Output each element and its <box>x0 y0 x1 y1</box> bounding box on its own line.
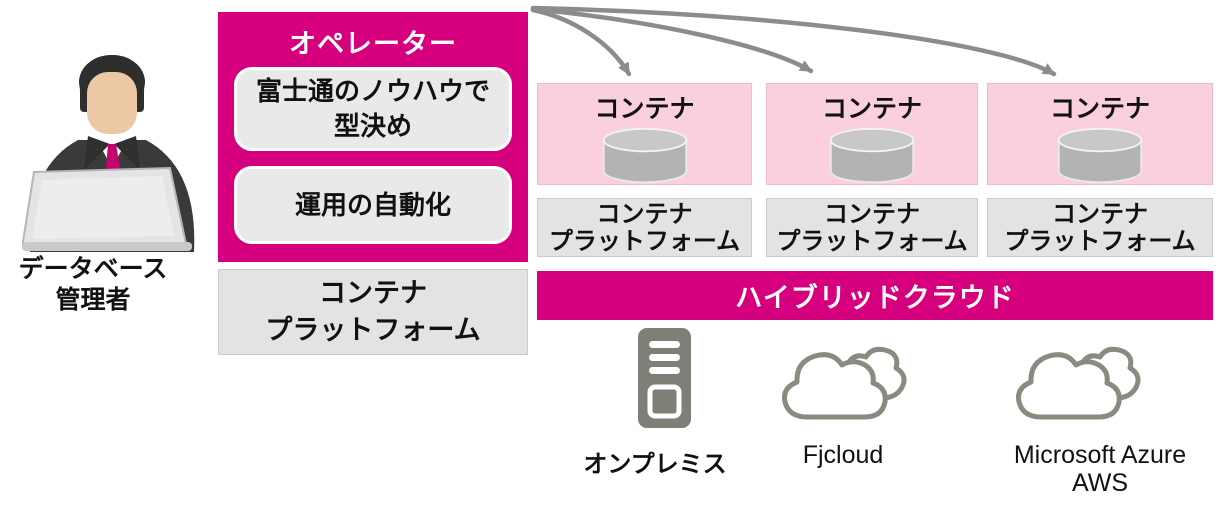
onpremises-label: オンプレミス <box>583 451 727 478</box>
database-cylinder-icon <box>825 126 919 186</box>
database-cylinder-icon <box>1053 126 1147 186</box>
database-cylinder-icon <box>598 126 692 186</box>
container-title: コンテナ <box>594 95 695 123</box>
person-at-laptop-icon <box>22 55 195 252</box>
fjcloud-label: Fjcloud <box>802 441 884 469</box>
cloud-icon <box>1016 346 1141 420</box>
deploy-arrow <box>530 7 632 77</box>
container-title: コンテナ <box>821 95 922 123</box>
hybrid-cloud-banner: ハイブリッドクラウド <box>537 271 1213 320</box>
container-title: コンテナ <box>1049 95 1150 123</box>
operator-box: オペレーター 富士通のノウハウで 型決め 運用の自動化 <box>218 12 528 262</box>
container-box-3: コンテナ <box>987 83 1213 185</box>
azure-aws-label: Microsoft Azure AWS <box>1013 441 1187 497</box>
operator-item-standardize: 富士通のノウハウで 型決め <box>234 67 512 151</box>
server-icon <box>638 328 691 428</box>
container-platform-box-2: コンテナ プラットフォーム <box>766 198 978 257</box>
container-platform-box-3: コンテナ プラットフォーム <box>987 198 1213 257</box>
container-platform-box-left: コンテナ プラットフォーム <box>218 269 528 355</box>
container-box-1: コンテナ <box>537 83 752 185</box>
operator-item-automation: 運用の自動化 <box>234 166 512 244</box>
deploy-arrow <box>530 6 814 74</box>
database-admin-label: データベース 管理者 <box>18 255 168 314</box>
operator-title: オペレーター <box>289 29 457 59</box>
container-platform-box-1: コンテナ プラットフォーム <box>537 198 752 257</box>
cloud-icon <box>782 346 907 420</box>
deploy-arrow <box>530 5 1057 77</box>
container-box-2: コンテナ <box>766 83 978 185</box>
